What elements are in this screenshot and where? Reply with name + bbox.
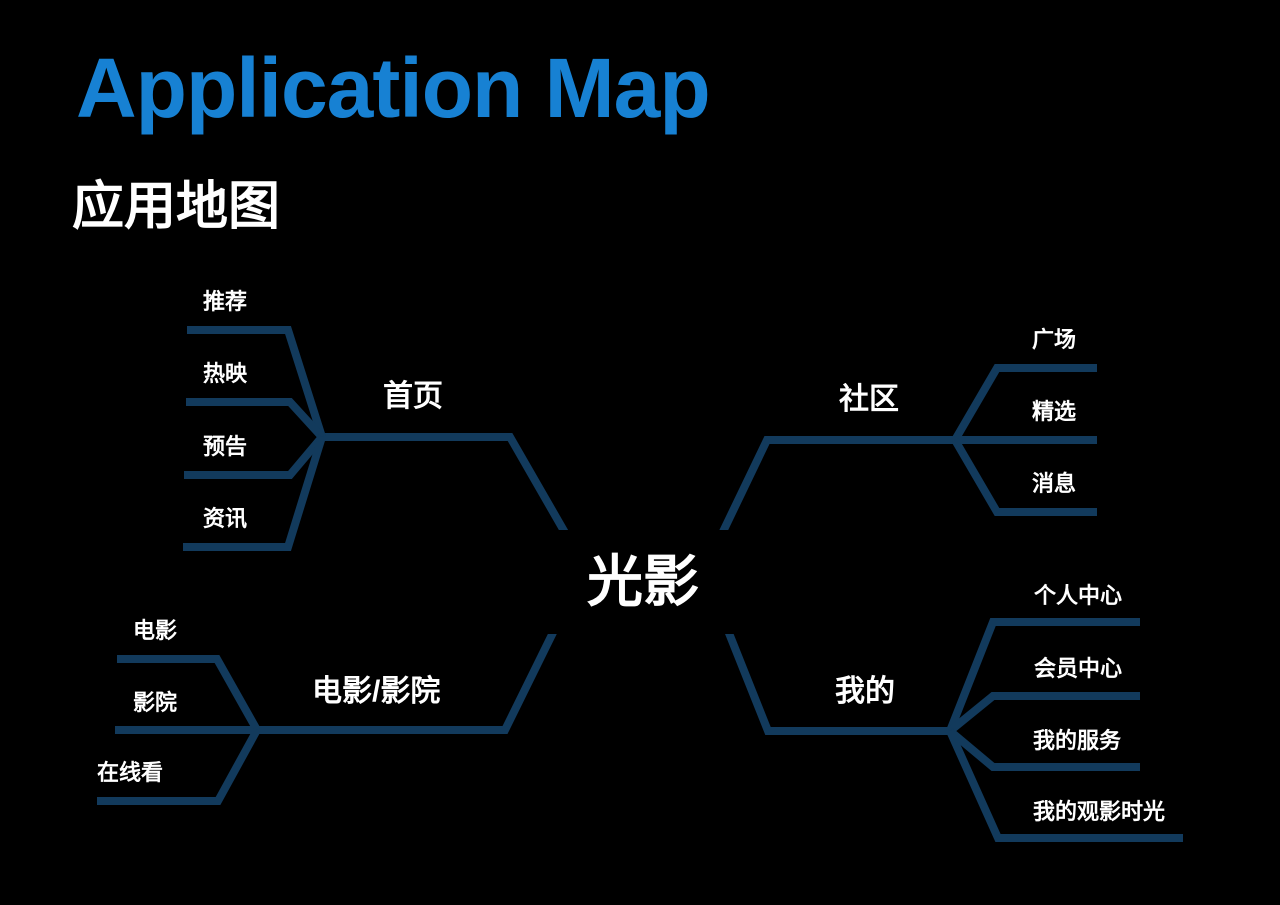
child-node-watch-online: 在线看 xyxy=(97,760,164,785)
child-my-services-connector xyxy=(947,727,1140,771)
branch-node-community: 社区 xyxy=(839,383,899,416)
child-node-recommend: 推荐 xyxy=(203,289,248,314)
child-node-plaza: 广场 xyxy=(1032,327,1077,352)
child-node-messages: 消息 xyxy=(1032,471,1077,496)
child-recommend-connector xyxy=(187,326,326,439)
child-node-news: 资讯 xyxy=(203,506,248,531)
branch-mine-connector xyxy=(709,591,950,735)
child-node-hot: 热映 xyxy=(203,361,248,386)
branch-node-movies-cinema: 电影/影院 xyxy=(312,675,441,708)
child-personal-center-connector xyxy=(946,618,1140,733)
child-node-movie: 电影 xyxy=(133,618,178,643)
child-node-my-services: 我的服务 xyxy=(1033,728,1122,753)
child-node-trailer: 预告 xyxy=(203,434,248,459)
child-node-my-movie-time: 我的观影时光 xyxy=(1033,799,1166,824)
child-member-center-connector xyxy=(947,692,1140,735)
page-subtitle: 应用地图 xyxy=(72,178,281,236)
child-news-connector xyxy=(183,435,326,551)
child-node-cinema: 影院 xyxy=(133,690,178,715)
child-movie-connector xyxy=(117,655,261,732)
branch-node-mine: 我的 xyxy=(835,675,895,708)
branch-node-home: 首页 xyxy=(383,380,443,413)
child-node-featured: 精选 xyxy=(1032,399,1077,424)
child-plaza-connector xyxy=(951,364,1097,443)
child-node-personal-center: 个人中心 xyxy=(1034,583,1123,608)
child-trailer-connector xyxy=(184,434,326,479)
branch-movies-cinema-connector xyxy=(257,588,578,734)
page-title: Application Map xyxy=(76,41,711,135)
root-node: 光影 xyxy=(545,530,741,634)
child-node-member-center: 会员中心 xyxy=(1034,656,1123,681)
child-hot-connector xyxy=(186,398,325,440)
child-messages-connector xyxy=(951,437,1097,516)
child-watch-online-connector xyxy=(97,728,261,805)
child-my-movie-time-connector xyxy=(946,729,1183,842)
